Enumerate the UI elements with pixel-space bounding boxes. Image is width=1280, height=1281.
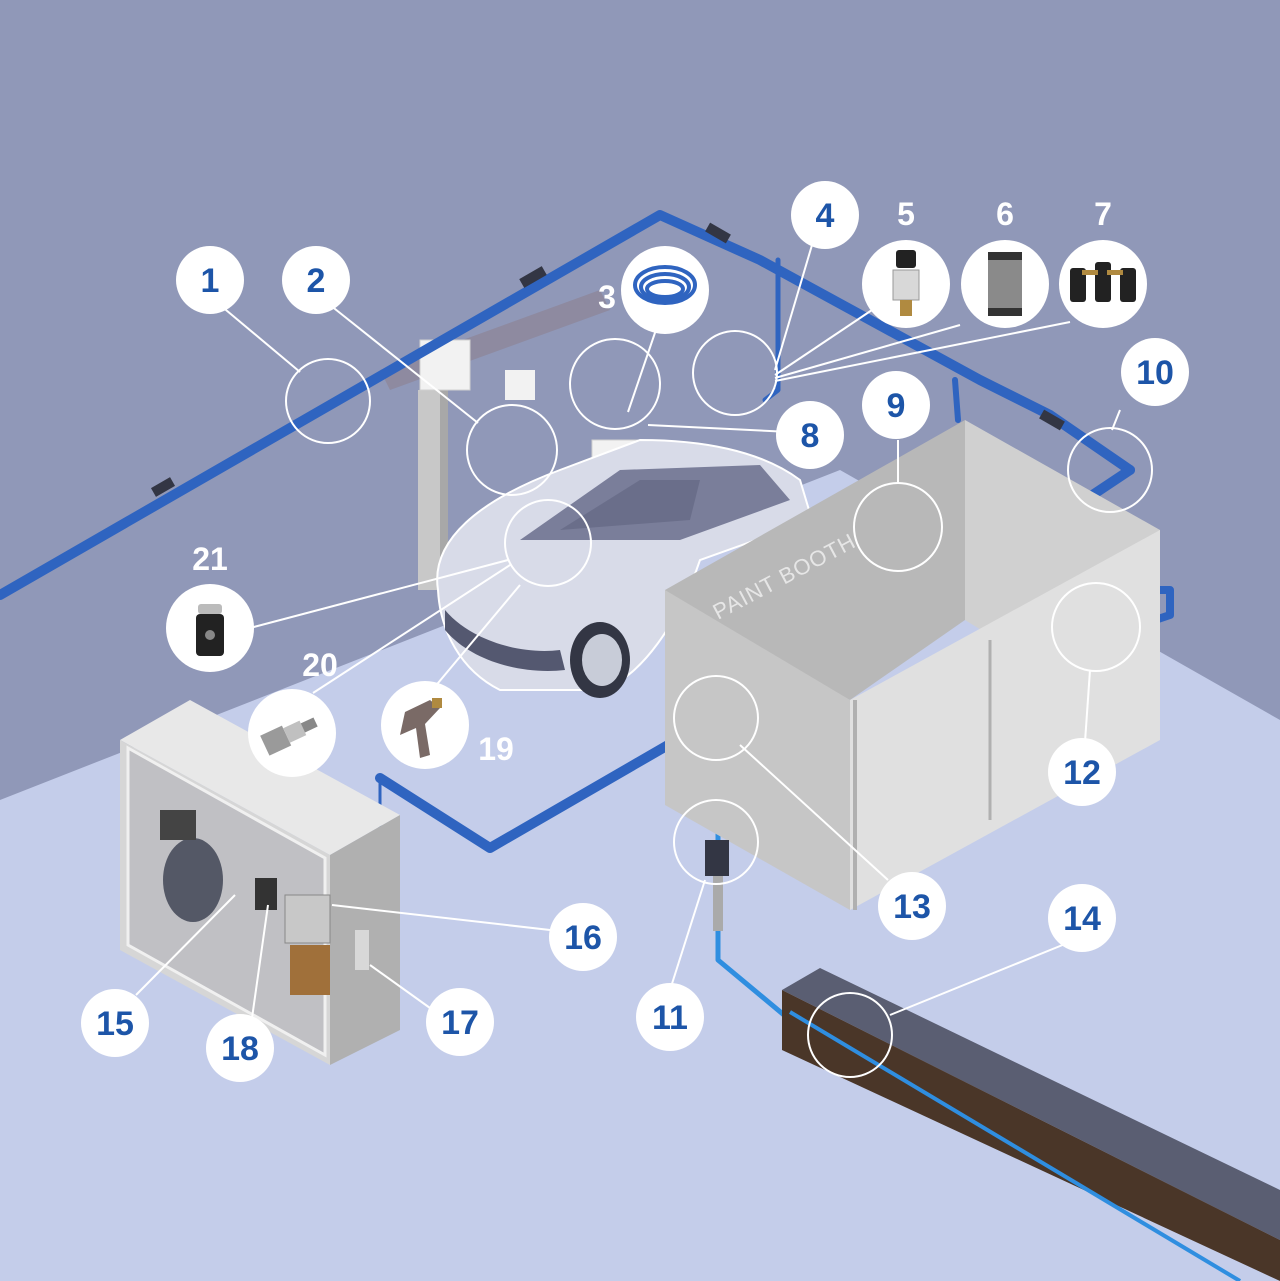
callout-13: 13 (878, 872, 946, 940)
callout-number: 19 (478, 731, 514, 767)
callout-16: 16 (549, 903, 617, 971)
callout-number: 5 (897, 196, 915, 232)
callout-8: 8 (776, 401, 844, 469)
callout-number: 9 (887, 387, 906, 425)
filter-set-icon (1070, 262, 1136, 302)
callout-number: 14 (1063, 900, 1101, 938)
callout-19: 19 (381, 681, 514, 769)
leader-lines (135, 244, 1121, 1019)
callout-20: 20 (248, 647, 338, 777)
callout-number: 20 (302, 647, 338, 683)
compressor-room (120, 700, 400, 1065)
callout-number: 15 (96, 1005, 134, 1043)
callout-4: 4 (791, 181, 859, 249)
filter-regulator-icon (892, 250, 920, 316)
callout-number: 3 (598, 279, 616, 315)
callout-number: 6 (996, 196, 1014, 232)
callout-3: 3 (598, 246, 709, 334)
callout-number: 10 (1136, 354, 1174, 392)
callout-number: 18 (221, 1030, 259, 1068)
pipe-hangers (150, 222, 1065, 497)
callout-number: 11 (652, 999, 688, 1037)
filter-cartridge-icon (988, 252, 1022, 316)
callout-2: 2 (282, 246, 350, 314)
quick-coupler-icon (260, 717, 318, 756)
callout-9: 9 (862, 371, 930, 439)
callout-number: 17 (441, 1004, 479, 1042)
callout-number: 13 (893, 888, 931, 926)
underground-trench (782, 968, 1280, 1281)
callout-5: 5 (862, 196, 950, 328)
callout-1: 1 (176, 246, 244, 314)
callout-number: 16 (564, 919, 602, 957)
drain-assembly (705, 840, 729, 931)
callout-number: 8 (801, 417, 820, 455)
callout-number: 12 (1063, 754, 1101, 792)
nozzle-icon (196, 604, 224, 656)
callout-number: 7 (1094, 196, 1112, 232)
coiled-hose-icon (633, 265, 697, 305)
callout-number: 2 (307, 262, 326, 300)
paint-booth: PAINT BOOTH (665, 420, 1160, 910)
compressor-tank-shape (163, 838, 223, 922)
callout-number: 4 (816, 197, 835, 235)
callout-6: 6 (961, 196, 1049, 328)
callout-18: 18 (206, 1014, 274, 1082)
callout-12: 12 (1048, 738, 1116, 806)
callout-15: 15 (81, 989, 149, 1057)
callout-17: 17 (426, 988, 494, 1056)
callout-21: 21 (166, 541, 254, 672)
callout-10: 10 (1121, 338, 1189, 406)
callout-7: 7 (1059, 196, 1147, 328)
callout-number: 1 (201, 262, 220, 300)
callout-11: 11 (636, 983, 704, 1051)
spray-gun-icon (400, 698, 442, 758)
callout-number: 21 (192, 541, 228, 577)
callout-14: 14 (1048, 884, 1116, 952)
